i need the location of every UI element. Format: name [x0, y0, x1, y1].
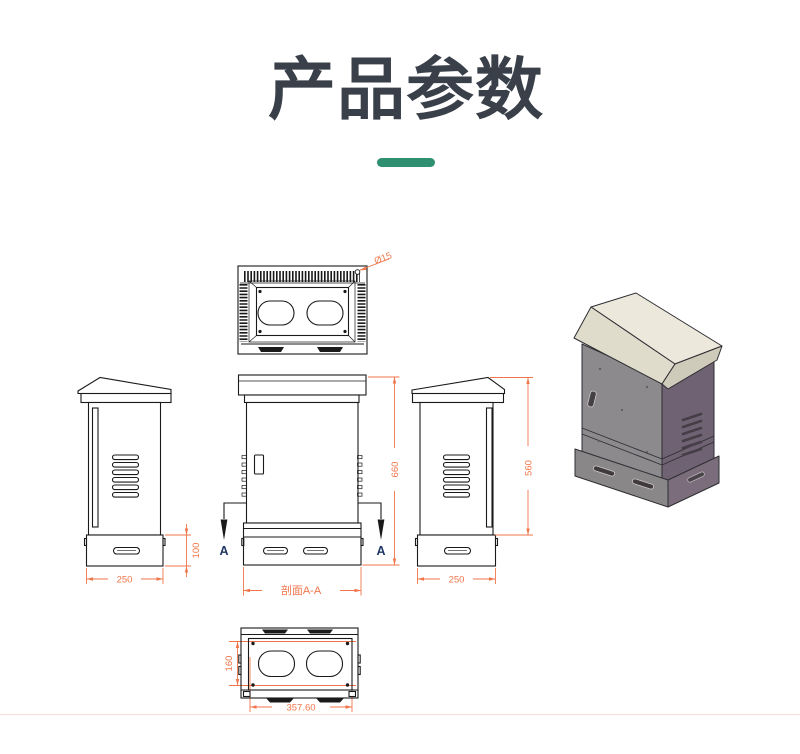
section-arrow [220, 519, 228, 540]
screw [251, 641, 255, 646]
dim-label-560: 560 [524, 460, 535, 476]
dim-label-section: 剖面A-A [281, 583, 322, 597]
dim-label-hole: Ø15 [373, 250, 394, 267]
right-side-view: 560 250 [411, 376, 535, 586]
base-plinth [242, 522, 362, 566]
side-tab [494, 537, 499, 547]
render-pedestal-side [667, 455, 720, 508]
corner-notch [348, 690, 357, 698]
roof-band [80, 392, 172, 404]
base-handle [443, 546, 472, 555]
dim-total-height: 660 [362, 376, 401, 566]
mount-tab [266, 698, 294, 703]
top-view: Ø15 [237, 250, 394, 355]
corner-notch [242, 690, 251, 698]
cap-neck [243, 394, 360, 404]
hinge-strip [485, 407, 493, 528]
section-arrow [377, 519, 385, 540]
dim-label-250-left: 250 [117, 575, 133, 586]
render-louvers [681, 412, 703, 457]
render-screws [597, 367, 649, 454]
mount-tab [316, 698, 344, 703]
dim-label-660: 660 [390, 462, 401, 478]
door-handle [253, 454, 265, 475]
bevel-frame [248, 280, 356, 343]
render-base-handle [632, 478, 654, 490]
screw [343, 329, 347, 334]
side-tab [360, 537, 364, 547]
louver-vents [442, 454, 471, 498]
cabinet-body [87, 401, 162, 536]
dim-depth: 250 [417, 568, 496, 586]
section-cut-marker-left: A [219, 502, 247, 558]
screw [258, 289, 262, 294]
louver-vents [111, 454, 140, 498]
bottom-view: 160 357.60 [224, 627, 361, 714]
side-tab [162, 537, 166, 547]
hinge-strip [91, 407, 99, 528]
page-header: 产品参数 [6, 52, 800, 167]
left-side-view: 100 250 [77, 376, 202, 586]
mount-tab [262, 629, 288, 634]
cabinet-body [419, 401, 494, 536]
isometric-render [573, 292, 723, 508]
section-label-right: A [376, 544, 385, 558]
render-base-handle [593, 465, 615, 477]
dim-label-357: 357.60 [286, 703, 315, 714]
side-tab [238, 654, 242, 664]
screw [251, 683, 255, 687]
base-handle [112, 546, 141, 555]
mount-tab [317, 347, 343, 352]
roof [411, 376, 506, 395]
render-roof-edge [661, 345, 723, 390]
screw [258, 329, 262, 334]
cable-cutout [306, 300, 344, 326]
cable-cutout [305, 650, 344, 678]
side-tab [357, 665, 361, 676]
bottom-inner-panel [247, 637, 353, 691]
screw [345, 683, 350, 687]
front-view: A A 660 [219, 374, 401, 597]
dim-depth: 250 [86, 568, 164, 586]
page-title: 产品参数 [267, 52, 544, 128]
dim-base-height: 100 [165, 524, 202, 577]
mount-tab [307, 629, 333, 634]
dim-body-height: 560 [490, 377, 535, 536]
side-tab [238, 665, 242, 676]
hole-15mm [354, 269, 361, 275]
section-cut-marker-right: A [358, 502, 386, 558]
cable-cutout [257, 650, 296, 678]
side-tab [83, 537, 88, 547]
roof [77, 376, 172, 395]
screw [345, 641, 350, 646]
dim-hole-diameter: Ø15 [359, 250, 394, 271]
render-base-handle [687, 471, 705, 483]
render-door-handle [587, 390, 597, 408]
top-cap [237, 374, 367, 396]
roof-band [411, 392, 505, 404]
section-label-left: A [219, 544, 228, 558]
side-tab [241, 537, 245, 547]
dim-section-aa: 剖面A-A [243, 567, 362, 597]
edge-louver-profile [241, 455, 363, 497]
inner-panel [255, 286, 350, 337]
title-underline [377, 158, 435, 167]
door-panel [245, 401, 359, 524]
screw [343, 289, 347, 294]
cable-cutout [257, 300, 295, 326]
base-handle [302, 546, 329, 555]
dim-bottom-depth: 160 [224, 641, 356, 686]
base-handle [262, 546, 289, 555]
dim-label-250-right: 250 [449, 575, 465, 586]
side-tab [414, 537, 419, 547]
mount-tab [258, 347, 284, 352]
dim-label-100: 100 [191, 543, 202, 559]
dim-label-160: 160 [224, 656, 235, 672]
side-tab [357, 654, 361, 664]
